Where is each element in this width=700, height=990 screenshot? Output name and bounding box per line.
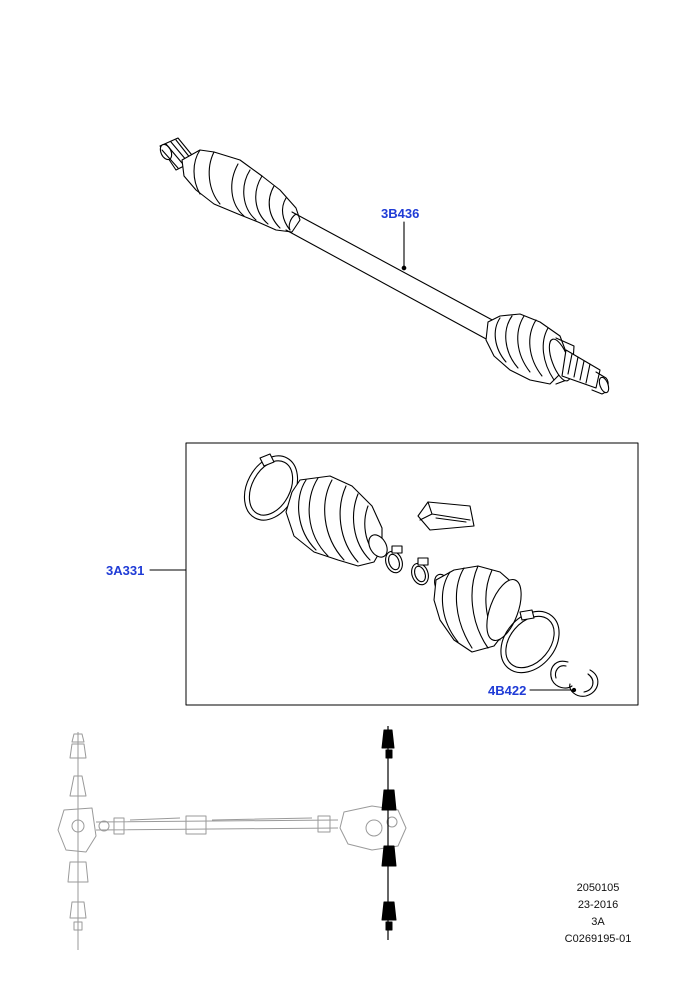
shaft-bar — [285, 211, 497, 341]
vehicle-locator — [57, 726, 407, 950]
rear-diff — [339, 805, 407, 851]
reference-block: 2050105 23-2016 3A C0269195-01 — [548, 880, 648, 948]
rear-drive-shafts-highlight — [381, 726, 397, 940]
reference-line-1: 2050105 — [576, 882, 620, 894]
large-clamp-band-2 — [500, 609, 560, 674]
small-clamp-2 — [411, 557, 429, 586]
inner-cv-joint — [181, 149, 301, 233]
front-axle-faded — [57, 732, 110, 950]
propeller-shaft — [95, 815, 339, 835]
outer-cv-joint — [485, 313, 575, 385]
circlip-large — [569, 669, 599, 697]
reference-line-4: C0269195-01 — [564, 933, 632, 945]
circlip-small — [550, 660, 573, 689]
callout-3a331[interactable]: 3A331 — [106, 563, 145, 578]
grease-sachet — [417, 501, 475, 531]
drive-shaft-assembly — [159, 137, 610, 395]
reference-line-3: 3A — [591, 916, 605, 928]
callout-4b422[interactable]: 4B422 — [488, 683, 527, 698]
inner-boot — [285, 475, 388, 567]
outer-boot — [433, 565, 522, 653]
callout-3b436[interactable]: 3B436 — [381, 206, 420, 221]
boot-kit-frame — [185, 442, 639, 706]
outer-spline-stub — [561, 349, 610, 395]
small-clamp-1 — [385, 545, 403, 574]
reference-line-2: 23-2016 — [577, 899, 619, 911]
boot-kit-parts — [243, 453, 599, 697]
